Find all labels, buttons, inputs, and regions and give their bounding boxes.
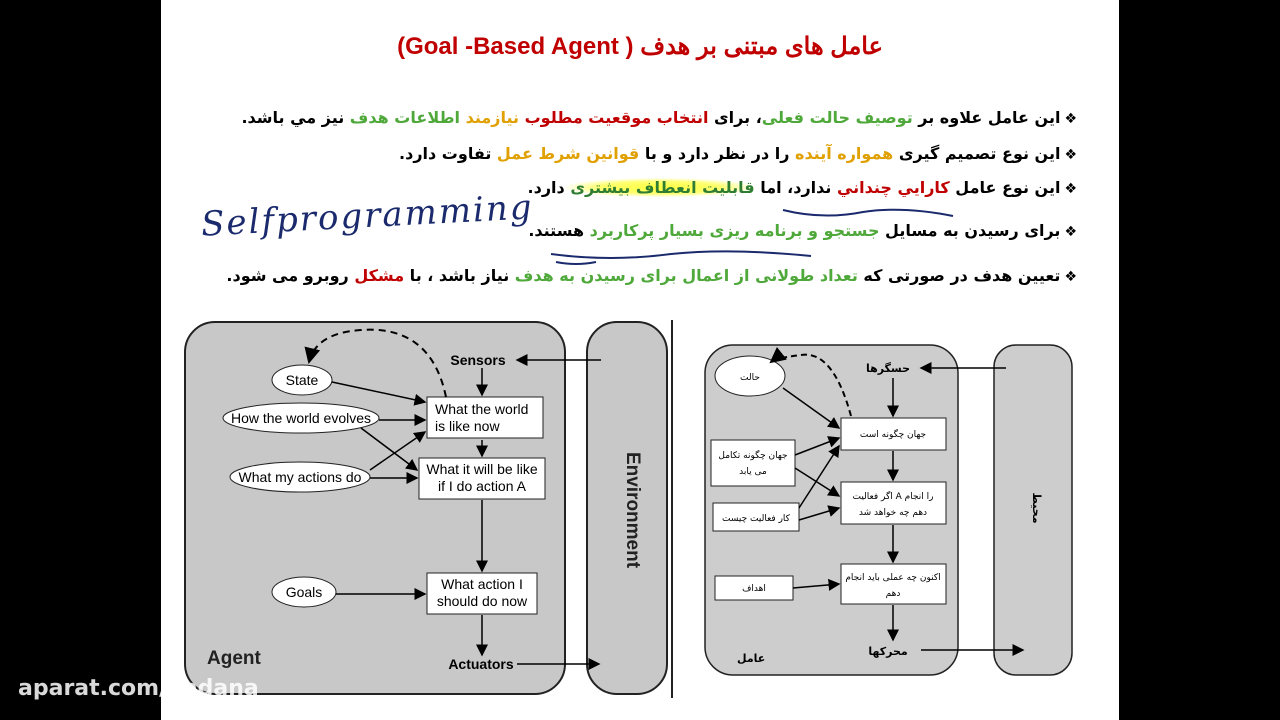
action-now-box [426,572,538,615]
bullet-text-segment: این عامل علاوه بر [912,108,1061,127]
goals-node [271,576,337,608]
svg-text:is like now: is like now [435,418,500,434]
svg-text:State: State [286,372,319,388]
environment-label-fa: محیط [1030,492,1043,523]
svg-text:What my actions do: What my actions do [239,469,362,485]
diamond-bullet-icon: ❖ [1064,111,1077,127]
world-now-box-fa [840,417,947,451]
agent-label: Agent [207,648,262,669]
bullet-text-segment: این نوع عامل [949,178,1061,197]
actions-do-node-fa [712,502,800,532]
world-evolves-node [222,402,380,434]
evolves-node-fa [710,439,796,487]
svg-text:اکنون چه عملی باید انجام: اکنون چه عملی باید انجام [845,573,940,583]
svg-text:What action I: What action I [441,576,523,592]
svg-text:اگر فعالیت A را انجام: اگر فعالیت A را انجام [852,490,933,502]
state-node [271,364,333,396]
action-a-box-fa [840,481,947,525]
bullet-text-segment: قوانین شرط عمل [491,144,640,163]
state-node-fa [714,355,786,397]
diamond-bullet-icon: ❖ [1064,181,1077,197]
bullet-text-segment: روبرو می شود. [226,266,349,285]
bullet-text-segment: اطلاعات هدف [344,108,461,127]
action-a-box [418,457,546,500]
bullet-text-segment: تعیین هدف در صورتی که [857,266,1061,285]
world-like-now-box [426,396,544,439]
slide: عامل های مبتنی بر هدف ( Goal -Based Agen… [161,0,1119,720]
left-diagram: Environment Agent Sensors Actuators Stat… [184,320,673,698]
slide-title: عامل های مبتنی بر هدف ( Goal -Based Agen… [397,33,883,60]
bullet-text-segment: دارد. [527,178,565,197]
bullet-text-segment: قابلیت انعطاف بیشتری [564,178,755,197]
bullet-text-segment: برای رسیدن به مسایل [879,221,1061,240]
bullet-text-segment: هستند. [528,221,585,240]
bullet-text-segment: ندارد، اما [754,178,832,197]
svg-text:جهان چگونه تکامل: جهان چگونه تکامل [718,449,787,461]
bullet-text-segment: این نوع تصمیم گیری [893,144,1061,163]
bullet-text-segment: انتخاب موقعیت مطلوب [519,108,709,127]
bullet-text-segment: مشکل [348,266,405,285]
bullet-text-segment: کارايي چنداني [831,178,950,197]
bullet-item: ❖این نوع عامل کارايي چنداني ندارد، اما ق… [528,178,1077,197]
svg-text:if I do action A: if I do action A [438,478,527,494]
bullet-item: ❖این نوع تصمیم گیری همواره آینده را در ن… [399,144,1077,163]
environment-box-fa [993,344,1073,676]
agent-box [184,321,566,695]
diamond-bullet-icon: ❖ [1064,269,1077,285]
svg-text:should do now: should do now [437,593,528,609]
svg-text:اهداف: اهداف [742,584,766,594]
svg-text:What it will be like: What it will be like [426,461,537,477]
bullet-text-segment: تعداد طولانی از اعمال برای رسیدن به هدف [509,266,858,285]
diagrams: Environment Agent Sensors Actuators Stat… [184,208,1073,698]
actuators-label-fa: محرکها [868,645,907,658]
actions-do-node [229,461,371,493]
bullet-text-segment: توصیف حالت فعلی [761,108,913,127]
environment-box [586,321,668,695]
bullet-text-segment: همواره آینده [789,144,894,163]
bullet-text-segment: تفاوت دارد. [399,144,492,163]
bullet-item: ❖تعیین هدف در صورتی که تعداد طولانی از ا… [226,266,1077,285]
svg-text:حالت: حالت [740,373,760,383]
svg-text:What the world: What the world [435,401,528,417]
bullet-text-segment: نیز مي باشد. [241,108,345,127]
should-box-fa [840,563,947,605]
sensors-label-fa: حسگرها [866,362,910,375]
sensors-label: Sensors [450,352,505,368]
watermark: aparat.com/hadana [18,676,259,701]
svg-text:جهان چگونه است: جهان چگونه است [860,428,926,440]
actuators-label: Actuators [448,656,514,672]
bullet-text-segment: نیازمند [460,108,520,127]
svg-text:دهم چه خواهد شد: دهم چه خواهد شد [859,508,927,518]
diamond-bullet-icon: ❖ [1064,224,1077,240]
bullet-text-segment: نیاز باشد ، با [404,266,510,285]
svg-text:Goals: Goals [286,584,323,600]
bullet-item: ❖این عامل علاوه بر توصیف حالت فعلی، برای… [241,108,1077,127]
svg-text:کار فعالیت چیست: کار فعالیت چیست [722,514,791,524]
svg-text:دهم: دهم [886,589,901,599]
environment-label: Environment [622,452,643,569]
bullet-text-segment: جستجو و برنامه ریزی بسیار پرکاربرد [584,221,880,240]
agent-label-fa: عامل [737,652,765,665]
right-diagram: محیط عامل حسگرها محرکها حالت جهان چگونه … [704,344,1073,676]
svg-text:می یابد: می یابد [739,467,767,477]
bullet-text-segment: را در نظر دارد و با [639,144,790,163]
bullet-item: ❖برای رسیدن به مسایل جستجو و برنامه ریزی… [528,221,1077,240]
diamond-bullet-icon: ❖ [1064,147,1077,163]
goals-node-fa [714,575,794,601]
svg-text:How the world evolves: How the world evolves [231,410,371,426]
bullet-text-segment: ، برای [708,108,762,127]
